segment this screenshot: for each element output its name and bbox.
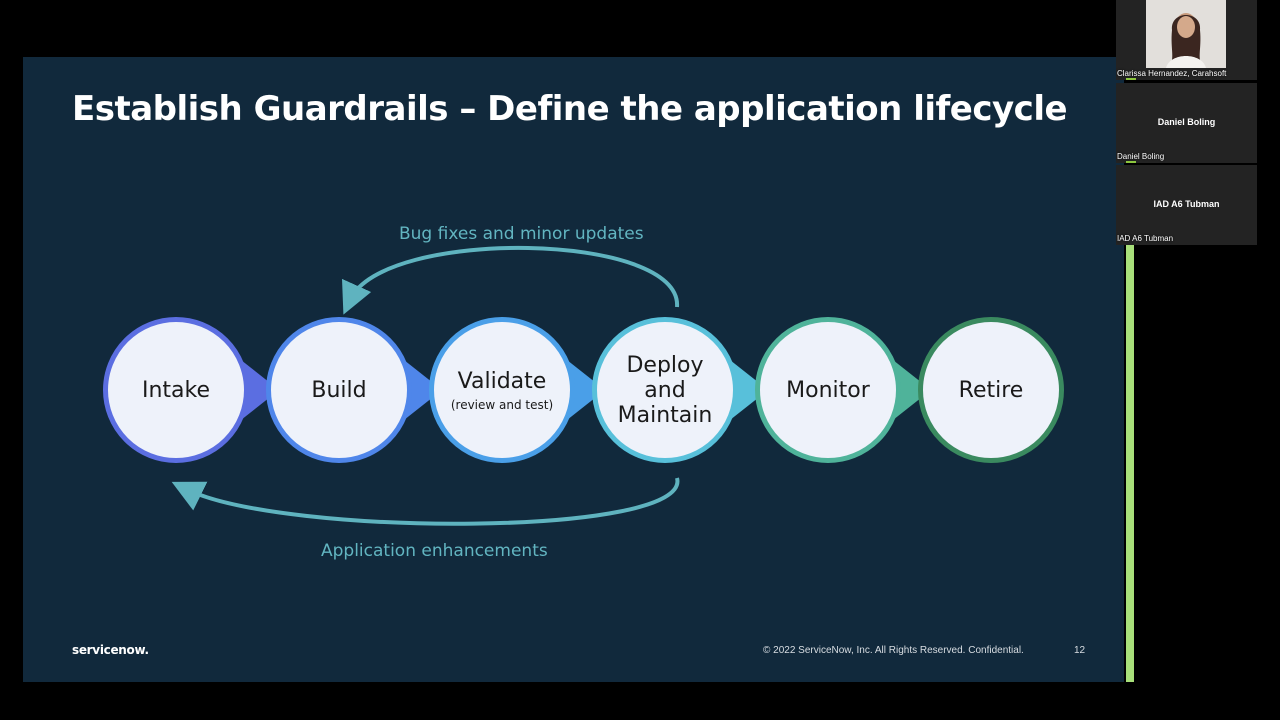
stage-monitor: Monitor — [755, 317, 901, 463]
stage-label: Deploy — [626, 352, 704, 378]
stage-label: Build — [311, 377, 367, 403]
slide-title: Establish Guardrails – Define the applic… — [72, 89, 1068, 129]
participant-center-name: IAD A6 Tubman — [1153, 199, 1220, 209]
active-speaker-bar — [1126, 244, 1134, 682]
stage-label: Monitor — [786, 377, 870, 403]
lifecycle-loop-arrows — [171, 246, 680, 526]
stage-build: Build — [266, 317, 412, 463]
stage-retire: Retire — [918, 317, 1064, 463]
participant-name: IAD A6 Tubman — [1117, 234, 1174, 243]
participant-name: Clarissa Hernandez, Carahsoft — [1117, 69, 1227, 78]
audio-indicator — [1126, 161, 1136, 163]
participant-panel: Clarissa Hernandez, Carahsoft Daniel Bol… — [1116, 0, 1257, 246]
servicenow-logo: servicenow. — [72, 643, 149, 657]
audio-indicator — [1126, 78, 1136, 80]
stage-label: Intake — [141, 377, 211, 403]
stage-label: and — [644, 377, 686, 403]
copyright-text: © 2022 ServiceNow, Inc. All Rights Reser… — [763, 645, 1024, 656]
participant-tile-daniel[interactable]: Daniel Boling Daniel Boling — [1116, 83, 1257, 163]
enhancements-label: Application enhancements — [321, 541, 548, 561]
bug-fixes-label: Bug fixes and minor updates — [399, 224, 644, 244]
participant-video — [1146, 0, 1226, 68]
stage-sublabel: (review and test) — [450, 397, 554, 412]
participant-name: Daniel Boling — [1117, 152, 1165, 161]
bottom-loop-arrow — [171, 477, 680, 526]
participant-tile-clarissa[interactable]: Clarissa Hernandez, Carahsoft — [1116, 0, 1257, 80]
top-loop-arrow — [342, 246, 680, 315]
participant-tile-iad[interactable]: IAD A6 Tubman IAD A6 Tubman — [1116, 165, 1257, 245]
stage-label: Maintain — [617, 402, 713, 428]
participant-center-name: Daniel Boling — [1157, 117, 1216, 127]
stage-validate: Validate (review and test) — [429, 317, 575, 463]
stage-label: Retire — [958, 377, 1024, 403]
stage-intake: Intake — [103, 317, 249, 463]
presentation-slide: Establish Guardrails – Define the applic… — [23, 57, 1124, 682]
page-number: 12 — [1074, 645, 1086, 656]
stage-label: Validate — [457, 368, 547, 394]
